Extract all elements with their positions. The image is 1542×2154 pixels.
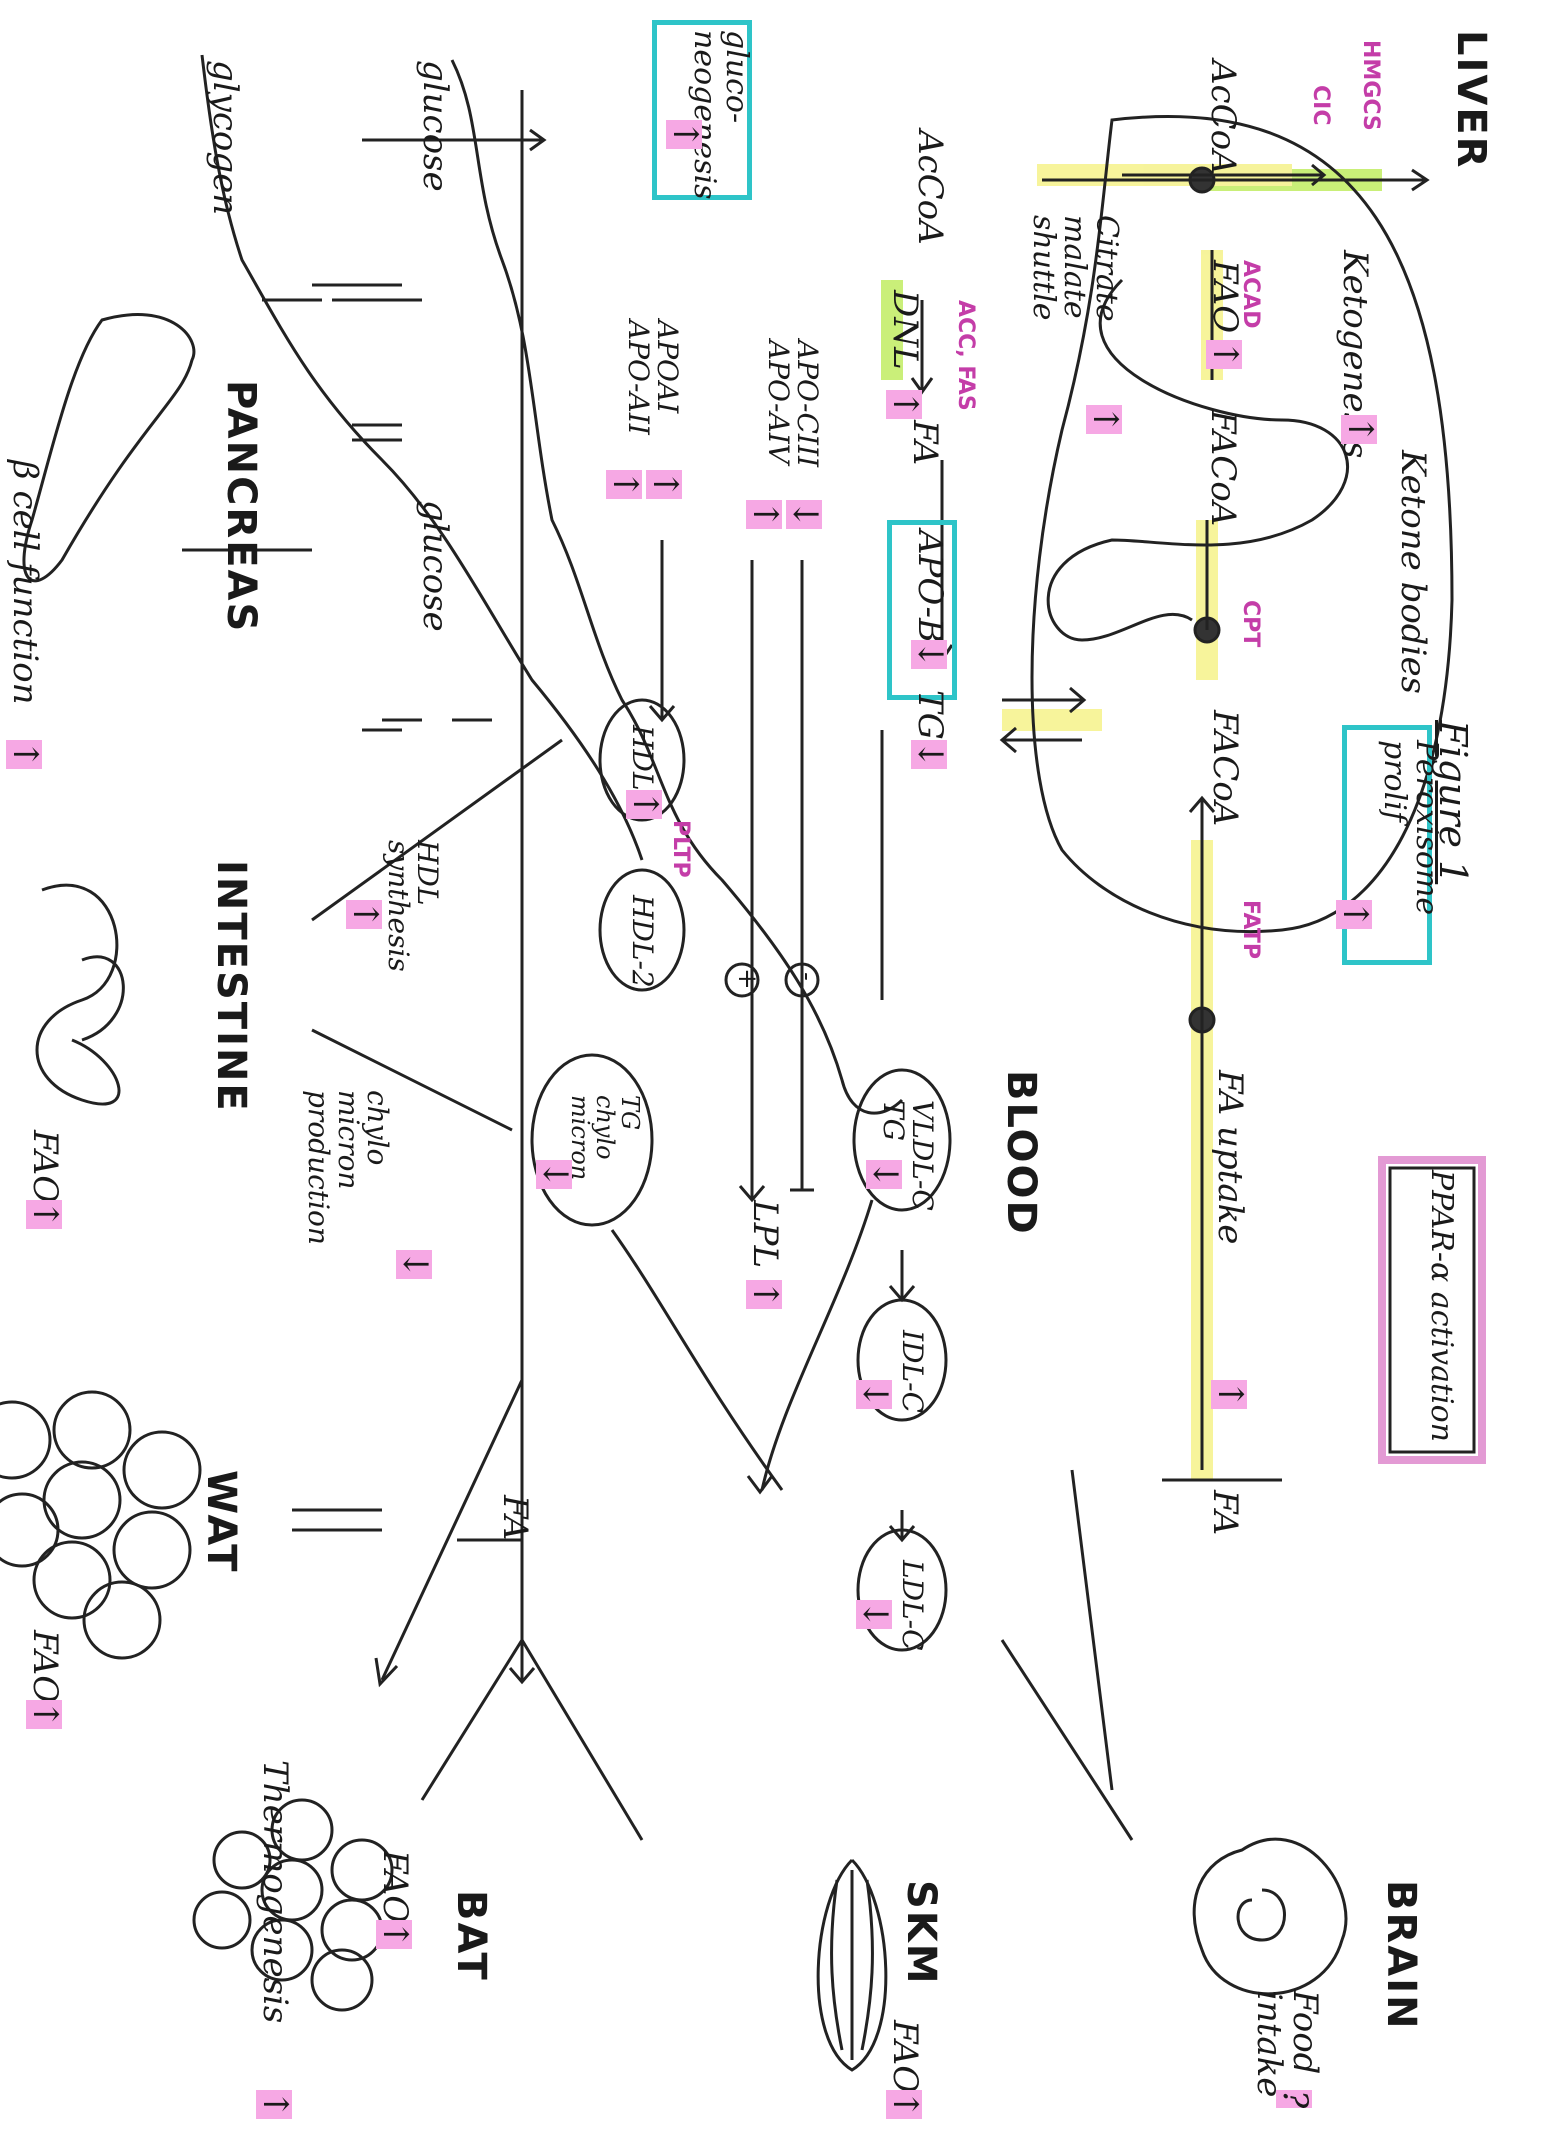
pltp-enzyme: PLTP bbox=[669, 820, 692, 878]
blood-label: BLOOD bbox=[1000, 1070, 1042, 1236]
beta-cell-indicator: ↑ bbox=[6, 740, 42, 769]
chylo-indicator: ↓ bbox=[536, 1160, 572, 1189]
peroxisome-prolif: Peroxisome prolif bbox=[1379, 740, 1442, 915]
chylo-production-indicator: ↓ bbox=[396, 1250, 432, 1279]
vldl-c: VLDL-C TG bbox=[878, 1100, 937, 1211]
fa-center: FA bbox=[496, 1495, 532, 1540]
cpt-enzyme: CPT bbox=[1239, 600, 1262, 647]
apo-b: APO-B bbox=[911, 530, 947, 643]
glycogen: glycogen bbox=[206, 60, 242, 215]
dnl-indicator: ↑ bbox=[886, 390, 922, 419]
facoa-cyto: FACoA bbox=[1206, 710, 1242, 826]
ldl-indicator: ↓ bbox=[856, 1600, 892, 1629]
food-intake: Food intake bbox=[1251, 1990, 1322, 2097]
plus-sign: + bbox=[733, 968, 760, 990]
gluconeogenesis-indicator: ↑ bbox=[666, 120, 702, 149]
ketone-bodies: Ketone bodies bbox=[1394, 450, 1430, 694]
idl-indicator: ↓ bbox=[856, 1380, 892, 1409]
dnl: DNL bbox=[886, 290, 922, 370]
apoai-indicator: ↑ bbox=[646, 470, 682, 499]
skm-label: SKM bbox=[900, 1880, 942, 1986]
minus-sign: - bbox=[793, 972, 820, 981]
fa-liver: FA bbox=[906, 420, 942, 465]
fao-skm-indicator: ↑ bbox=[886, 2090, 922, 2119]
facoa-liver: FACoA bbox=[1204, 410, 1240, 526]
beta-cell-function: β cell function bbox=[6, 460, 42, 705]
idl-c: IDL-C bbox=[898, 1330, 927, 1413]
liver-label: LIVER bbox=[1450, 30, 1492, 169]
brain-label: BRAIN bbox=[1380, 1880, 1422, 2031]
fa-blood-liver-side: FA bbox=[1206, 1490, 1242, 1535]
acoa-liver: AcCoA bbox=[1204, 60, 1240, 175]
fao-bat-indicator: ↑ bbox=[376, 1920, 412, 1949]
apocii-indicator: ↓ bbox=[786, 500, 822, 529]
apo-b-indicator: ↓ bbox=[911, 640, 947, 669]
hmgcs-enzyme: HMGCS bbox=[1359, 40, 1382, 131]
thermogenesis: Thermogenesis bbox=[256, 1760, 292, 2023]
glucose-mid: glucose bbox=[416, 500, 452, 632]
gluconeogenesis: gluco- neogenesis bbox=[689, 30, 752, 200]
tg-liver: TG bbox=[911, 690, 947, 740]
fao-liver-indicator: ↑ bbox=[1206, 340, 1242, 369]
hdl-indicator: ↑ bbox=[626, 790, 662, 819]
acc-fas-enzyme: ACC, FAS bbox=[954, 300, 977, 411]
fa-uptake: FA uptake bbox=[1211, 1070, 1247, 1244]
apoaii-indicator: ↑ bbox=[606, 470, 642, 499]
fao-wat: FAO bbox=[26, 1630, 62, 1703]
glucose-top: glucose bbox=[416, 60, 452, 192]
thermogenesis-indicator: ↑ bbox=[256, 2090, 292, 2119]
vldl-indicator: ↓ bbox=[866, 1160, 902, 1189]
fao-liver: FAO bbox=[1206, 260, 1242, 333]
tg-liver-indicator: ↓ bbox=[911, 740, 947, 769]
hdl-2: HDL-2 bbox=[628, 895, 657, 988]
tg-chylomicron: TG chylo micron bbox=[566, 1095, 642, 1180]
apoai-aii: APOAI APO-AII bbox=[623, 320, 682, 435]
apo-cii-aiv: APO-CIII APO-AIV bbox=[763, 340, 822, 467]
chylo-production: chylo micron production bbox=[304, 1090, 392, 1245]
bat-label: BAT bbox=[450, 1890, 492, 1982]
fao-skm: FAO bbox=[886, 2020, 922, 2093]
fao-wat-indicator: ↑ bbox=[26, 1700, 62, 1729]
acoa-cyto: AcCoA bbox=[911, 130, 947, 245]
fao-bat: FAO bbox=[376, 1850, 412, 1923]
wat-label: WAT bbox=[200, 1470, 242, 1573]
citrate-malate-shuttle: Citrate malate shuttle bbox=[1028, 215, 1123, 322]
ldl-c: LDL-C bbox=[898, 1560, 927, 1651]
fao-intestine: FAO bbox=[26, 1130, 62, 1203]
fao-intestine-indicator: ↑ bbox=[26, 1200, 62, 1229]
fatp-enzyme: FATP bbox=[1239, 900, 1262, 959]
hdl: HDL bbox=[628, 725, 657, 790]
peroxisome-indicator: ↑ bbox=[1336, 900, 1372, 929]
lpl: LPL bbox=[746, 1200, 782, 1268]
hdl-synthesis: HDL synthesis bbox=[383, 840, 442, 972]
food-intake-indicator: ? bbox=[1276, 2090, 1312, 2108]
hdl-synthesis-indicator: ↑ bbox=[346, 900, 382, 929]
intestine-label: INTESTINE bbox=[210, 860, 252, 1113]
ppar-box-label: PPAR-α activation bbox=[1426, 1170, 1458, 1442]
fa-uptake-indicator: ↑ bbox=[1211, 1380, 1247, 1409]
cic-enzyme: CIC bbox=[1309, 85, 1332, 125]
shuttle-indicator: ↑ bbox=[1086, 405, 1122, 434]
ketogenesis-indicator: ↑ bbox=[1341, 415, 1377, 444]
lpl-indicator: ↑ bbox=[746, 1280, 782, 1309]
pancreas-label: PANCREAS bbox=[220, 380, 262, 633]
apoaiv-indicator: ↑ bbox=[746, 500, 782, 529]
